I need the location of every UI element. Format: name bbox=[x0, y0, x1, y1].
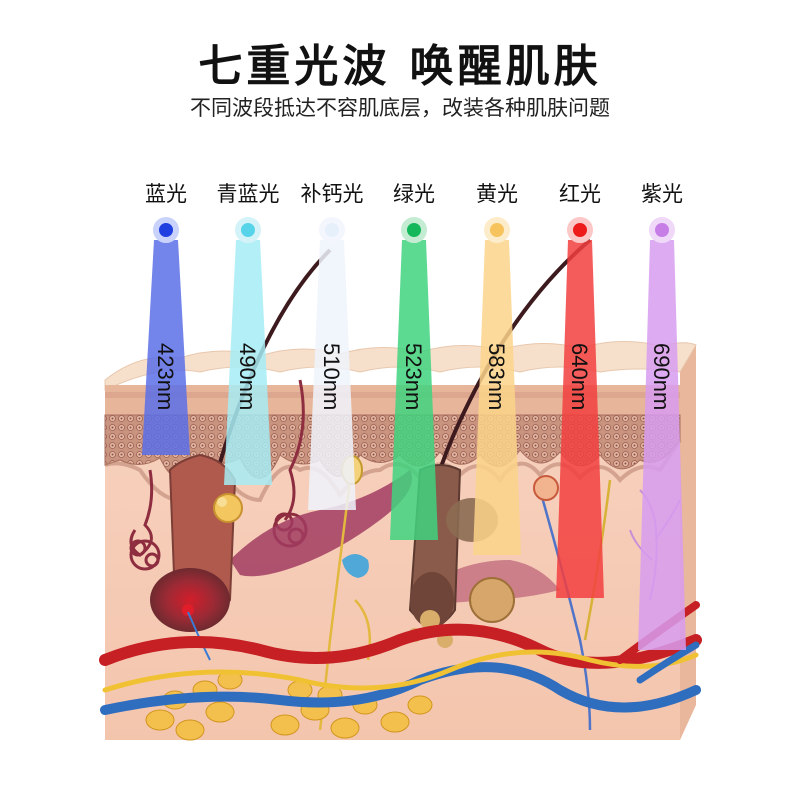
beam-red bbox=[556, 240, 604, 598]
band-label-blue: 蓝光 bbox=[145, 182, 187, 206]
beam-green bbox=[390, 240, 438, 540]
beam-cyan bbox=[224, 240, 272, 485]
artery bbox=[99, 623, 702, 669]
free-nerve-ending bbox=[533, 475, 559, 501]
dot-green bbox=[401, 217, 427, 243]
dot-blue bbox=[153, 217, 179, 243]
beam-blue bbox=[142, 240, 190, 455]
hair-follicle-right bbox=[408, 238, 592, 628]
page-subtitle: 不同波段抵达不容肌底层，改装各种肌肤问题 bbox=[190, 96, 610, 120]
dot-yellow bbox=[484, 217, 510, 243]
arrector-muscle bbox=[230, 470, 412, 577]
sweat-gland bbox=[129, 469, 161, 571]
pacinian-corpuscle bbox=[469, 577, 515, 623]
wavelength-green: 523nm bbox=[401, 343, 426, 410]
wavelength-red: 640nm bbox=[567, 343, 592, 410]
light-sources bbox=[153, 217, 675, 243]
dot-red bbox=[567, 217, 593, 243]
wavelength-yellow: 583nm bbox=[484, 343, 509, 410]
band-label-red: 红光 bbox=[559, 182, 601, 206]
sebaceous-gland bbox=[213, 493, 243, 523]
light-beams bbox=[142, 240, 686, 650]
page-title: 七重光波 唤醒肌肤 bbox=[198, 41, 602, 92]
wavelength-purple: 690nm bbox=[649, 343, 674, 410]
beam-calcium bbox=[308, 240, 356, 510]
hair-bulb bbox=[150, 568, 230, 632]
dot-purple bbox=[649, 217, 675, 243]
beam-purple bbox=[638, 240, 686, 650]
band-label-cyan: 青蓝光 bbox=[216, 182, 280, 206]
nerve-trunk bbox=[102, 649, 699, 693]
blood-vessels bbox=[99, 601, 702, 715]
dot-calcium bbox=[319, 217, 345, 243]
band-label-calcium: 补钙光 bbox=[300, 182, 364, 206]
beam-yellow bbox=[473, 240, 521, 555]
wavelength-calcium: 510nm bbox=[319, 343, 344, 410]
merkel-receptor bbox=[342, 554, 369, 578]
band-label-yellow: 黄光 bbox=[476, 182, 518, 206]
band-label-purple: 紫光 bbox=[641, 182, 683, 206]
dot-cyan bbox=[235, 217, 261, 243]
wavelength-blue: 423nm bbox=[153, 343, 178, 410]
wavelength-cyan: 490nm bbox=[235, 343, 260, 410]
band-label-green: 绿光 bbox=[393, 182, 435, 206]
